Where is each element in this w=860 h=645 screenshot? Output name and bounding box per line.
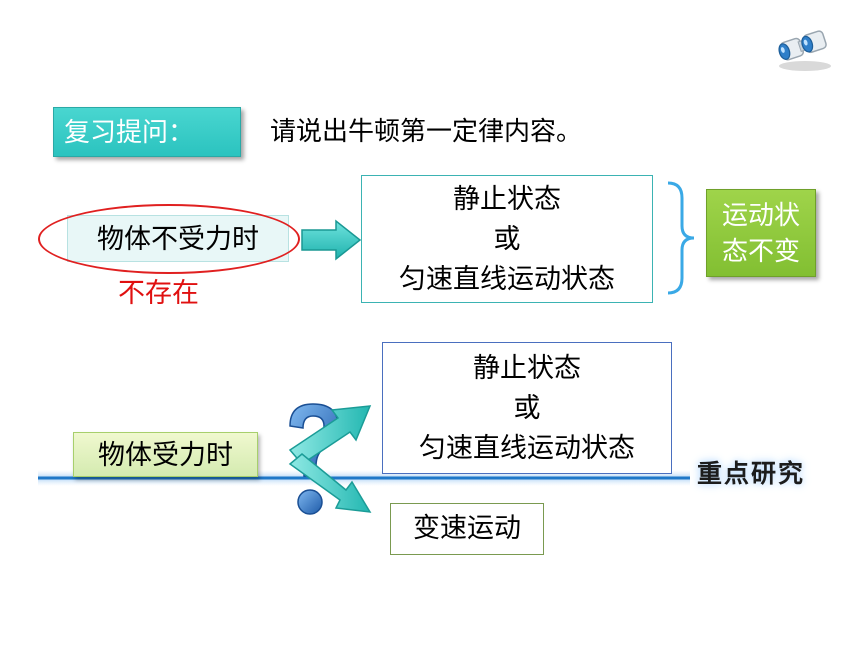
force-label: 物体受力时: [73, 432, 258, 477]
motion-unchanged-line1: 运动状: [721, 201, 800, 231]
focus-label: 重点研究: [697, 459, 806, 488]
split-arrows-icon: [288, 405, 372, 513]
motion-unchanged-line2: 态不变: [721, 237, 800, 267]
variable-motion-box: 变速运动: [390, 503, 544, 555]
state-uniform: 匀速直线运动状态: [419, 433, 635, 464]
review-tag: 复习提问：: [53, 107, 241, 157]
binoculars-icon: [778, 30, 831, 71]
question-mark-icon: [289, 403, 339, 515]
arrow-right-icon: [301, 219, 362, 261]
state-or: 或: [513, 393, 541, 424]
state-uniform: 匀速直线运动状态: [399, 264, 615, 295]
state-static: 静止状态: [473, 353, 581, 384]
motion-unchanged-tag: 运动状 态不变: [706, 189, 816, 277]
state-box-force: 静止状态 或 匀速直线运动状态: [382, 342, 672, 474]
review-question: 请说出牛顿第一定律内容。: [270, 117, 583, 147]
brace-icon: [667, 181, 695, 295]
state-box-no-force: 静止状态 或 匀速直线运动状态: [361, 175, 653, 303]
state-static: 静止状态: [453, 184, 561, 215]
not-exist-note: 不存在: [118, 278, 199, 309]
state-or: 或: [493, 224, 521, 255]
no-force-label: 物体不受力时: [67, 215, 289, 262]
